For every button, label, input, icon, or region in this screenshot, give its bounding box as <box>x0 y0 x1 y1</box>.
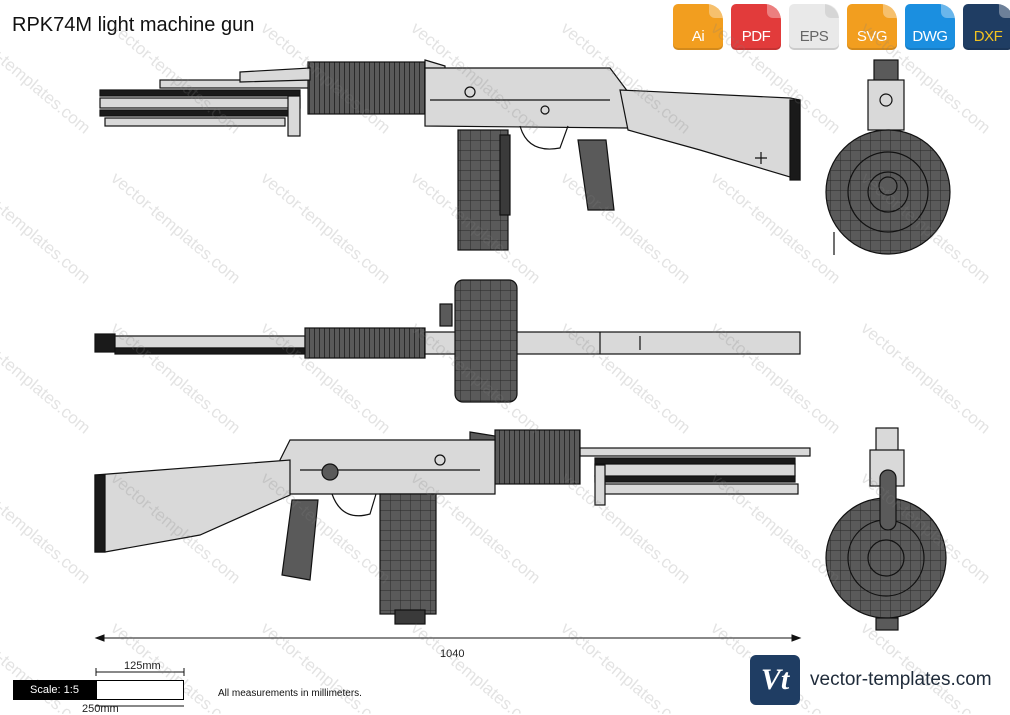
dimension-line <box>94 634 802 642</box>
format-label: Ai <box>691 28 705 45</box>
scale-tick-250: 250mm <box>82 703 119 715</box>
scale-bar <box>96 680 184 700</box>
format-buttons: Ai PDF EPS SVG DWG DXF <box>673 4 1010 50</box>
format-label: EPS <box>799 28 829 45</box>
format-label: PDF <box>741 28 771 45</box>
page-title: RPK74M light machine gun <box>12 14 255 36</box>
scale-label: Scale: 1:5 <box>13 680 96 700</box>
measurement-note: All measurements in millimeters. <box>218 688 362 699</box>
brand-logo-icon: Vt <box>750 655 800 705</box>
brand[interactable]: Vt vector-templates.com <box>750 655 992 705</box>
format-pdf-button[interactable]: PDF <box>731 4 781 50</box>
format-label: DWG <box>912 28 948 45</box>
format-label: DXF <box>973 28 1003 45</box>
side-view-right <box>94 429 811 625</box>
top-view <box>94 279 801 403</box>
side-view-left <box>99 59 801 251</box>
dimension-value: 1040 <box>440 648 465 660</box>
rear-view-bottom <box>825 427 947 631</box>
file-fold-icon <box>999 4 1010 18</box>
scale-tick-125: 125mm <box>124 660 161 672</box>
format-dwg-button[interactable]: DWG <box>905 4 955 50</box>
format-label: SVG <box>856 28 888 45</box>
rear-view-top <box>825 59 951 255</box>
format-dxf-button[interactable]: DXF <box>963 4 1010 50</box>
brand-name: vector-templates.com <box>810 669 992 690</box>
